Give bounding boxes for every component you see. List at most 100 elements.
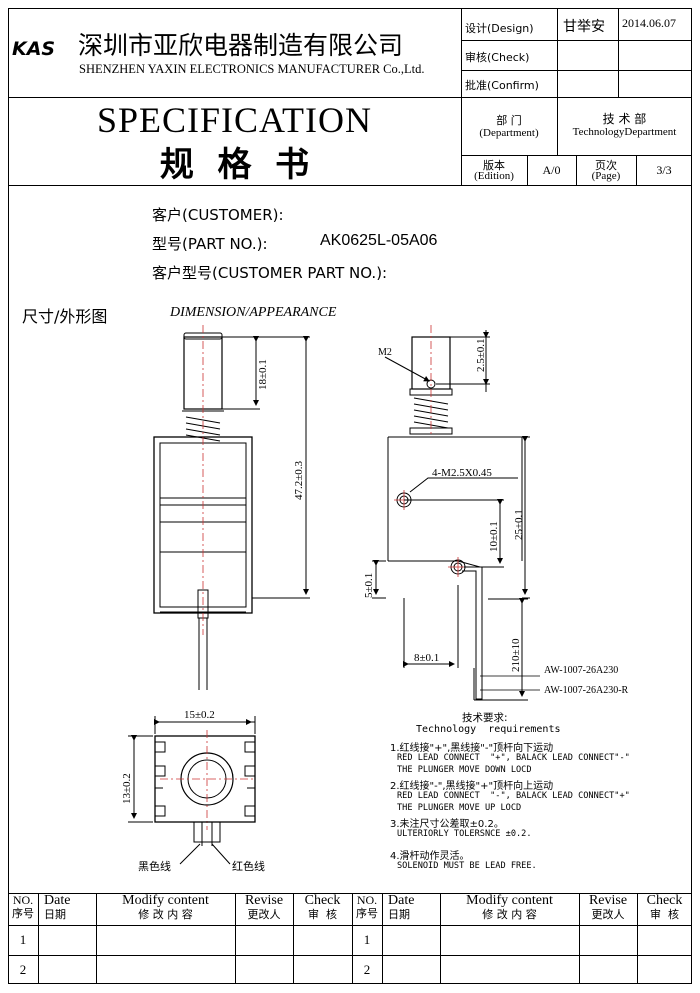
dim-5: 5±0.1 xyxy=(363,573,375,598)
grid-line xyxy=(96,893,97,984)
dim-13: 13±0.2 xyxy=(121,773,133,804)
header-en: NO. xyxy=(356,893,378,907)
header-cn: 更改人 xyxy=(591,908,625,921)
red-wire-label: 红色线 xyxy=(232,859,265,873)
front-view xyxy=(153,325,310,690)
requirement-en: RED LEAD CONNECT "-", BALACK LEAD CONNEC… xyxy=(397,791,630,801)
requirement-cn: 4.滑杆动作灵活。 xyxy=(390,851,470,862)
grid-line xyxy=(38,893,39,984)
thread-label: 4-M2.5X0.45 xyxy=(432,467,492,479)
requirement-en: ULTERIORLY TOLERSNCE ±0.2. xyxy=(397,829,532,839)
spec-title-cn: 规 格 书 xyxy=(159,145,310,185)
edition-label-cn: 版本 xyxy=(483,159,505,172)
grid-line xyxy=(440,893,441,984)
wire-spec-2: AW-1007-26A230-R xyxy=(544,685,629,696)
part-label: 型号(PART NO.): xyxy=(152,235,268,253)
requirement-item: 2.红线接"-",黑线接"+"顶杆向上运动 RED LEAD CONNECT "… xyxy=(390,777,690,815)
department-value-cn: 技 术 部 xyxy=(602,112,647,126)
requirement-item: 4.滑杆动作灵活。 SOLENOID MUST BE LEAD FREE. xyxy=(390,847,690,873)
grid-line xyxy=(618,8,619,97)
header-no: NO.序号 xyxy=(8,894,38,921)
requirements-title-cn: 技术要求: xyxy=(462,712,508,724)
grid-line xyxy=(293,893,294,984)
header-cn: 审 核 xyxy=(308,908,337,921)
grid-line xyxy=(576,155,577,185)
label-m2: M2 xyxy=(378,347,392,358)
department-label-cn: 部 门 xyxy=(496,114,522,127)
header-cn: 日期 xyxy=(44,908,66,921)
dim-25: 25±0.1 xyxy=(513,509,525,540)
customer-label: 客户(CUSTOMER): xyxy=(152,206,284,224)
grid-line xyxy=(235,893,236,984)
header-cn: 日期 xyxy=(388,908,410,921)
requirement-en: RED LEAD CONNECT "+", BALACK LEAD CONNEC… xyxy=(397,753,630,763)
header-bottom-line xyxy=(8,185,692,186)
company-logo: KAS xyxy=(12,38,56,60)
customer-part-label: 客户型号(CUSTOMER PART NO.): xyxy=(152,264,388,282)
page-label-en: (Page) xyxy=(591,170,621,182)
dim-210: 210±10 xyxy=(510,638,522,672)
revision-top-line xyxy=(8,893,692,894)
grid-line xyxy=(382,893,383,984)
header-en: Check xyxy=(304,893,341,908)
department-value-en: TechnologyDepartment xyxy=(572,126,677,138)
header-en: Check xyxy=(646,893,683,908)
requirements-list: 1.红线接"+",黑线接"-"顶杆向下运动 RED LEAD CONNECT "… xyxy=(390,739,690,873)
section-title-en: DIMENSION/APPEARANCE xyxy=(170,305,337,320)
dim-10: 10±0.1 xyxy=(488,521,500,552)
header-col-line xyxy=(461,8,462,185)
grid-line xyxy=(527,155,528,185)
header-divider xyxy=(8,97,692,98)
requirement-cn: 2.红线接"-",黑线接"+"顶杆向上运动 xyxy=(390,781,554,792)
dim-18: 18±0.1 xyxy=(257,359,269,390)
header-en: Date xyxy=(388,893,415,908)
header-no-right: NO.序号 xyxy=(352,893,382,921)
confirm-label: 批准(Confirm) xyxy=(465,79,539,92)
header-cn: 修 改 内 容 xyxy=(138,908,193,921)
page-label-cn: 页次 xyxy=(595,159,617,172)
requirement-en: THE PLUNGER MOVE UP LOCD xyxy=(397,803,522,813)
header-cn: 修 改 内 容 xyxy=(482,908,537,921)
grid-line xyxy=(461,70,692,71)
table-row-number: 1 xyxy=(19,932,27,947)
edition-label-en: (Edition) xyxy=(474,170,514,182)
grid-line xyxy=(557,8,558,97)
design-label: 设计(Design) xyxy=(465,22,534,35)
grid-line xyxy=(579,893,580,984)
dim-2-5: 2.5±0.1 xyxy=(475,338,487,372)
company-name-en: SHENZHEN YAXIN ELECTRONICS MANUFACTURER … xyxy=(79,62,425,76)
part-value: AK0625L-05A06 xyxy=(320,232,438,249)
edition-value: A/0 xyxy=(542,163,561,177)
check-label: 审核(Check) xyxy=(465,51,530,64)
dim-47: 47.2±0.3 xyxy=(293,460,305,500)
department-label-en: (Department) xyxy=(479,127,539,139)
design-date: 2014.06.07 xyxy=(622,16,676,30)
section-title-cn: 尺寸/外形图 xyxy=(22,307,108,326)
table-row-number: 2 xyxy=(363,962,371,977)
company-name-cn: 深圳市亚欣电器制造有限公司 xyxy=(78,31,404,60)
header-cn: 更改人 xyxy=(247,908,281,921)
requirement-item: 1.红线接"+",黑线接"-"顶杆向下运动 RED LEAD CONNECT "… xyxy=(390,739,690,777)
grid-line xyxy=(352,893,353,984)
header-en: Modify content xyxy=(122,893,209,908)
grid-line xyxy=(8,925,692,926)
header-en: Revise xyxy=(588,893,628,908)
black-wire-label: 黑色线 xyxy=(138,859,171,873)
bottom-view xyxy=(128,716,256,865)
grid-line xyxy=(8,955,692,956)
header-en: Date xyxy=(44,893,71,908)
table-row-number: 2 xyxy=(19,962,27,977)
header-en: Revise xyxy=(244,893,284,908)
requirement-cn: 1.红线接"+",黑线接"-"顶杆向下运动 xyxy=(390,743,554,754)
grid-line xyxy=(637,893,638,984)
dim-8: 8±0.1 xyxy=(414,652,439,664)
grid-line xyxy=(636,155,637,185)
header-en: Modify content xyxy=(466,893,553,908)
